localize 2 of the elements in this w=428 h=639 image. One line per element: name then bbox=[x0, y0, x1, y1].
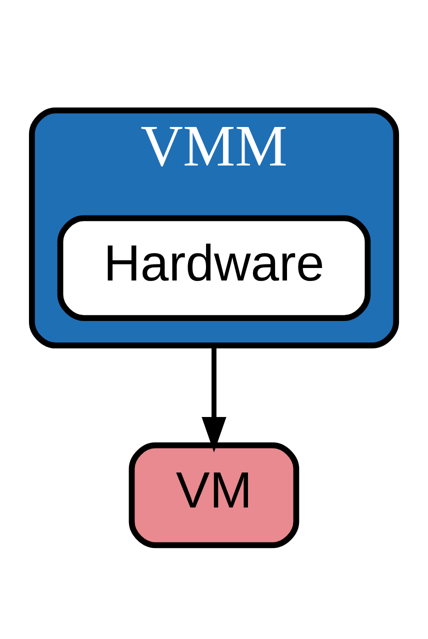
node-box: VM bbox=[128, 442, 300, 548]
node-box: Hardware bbox=[57, 214, 371, 320]
